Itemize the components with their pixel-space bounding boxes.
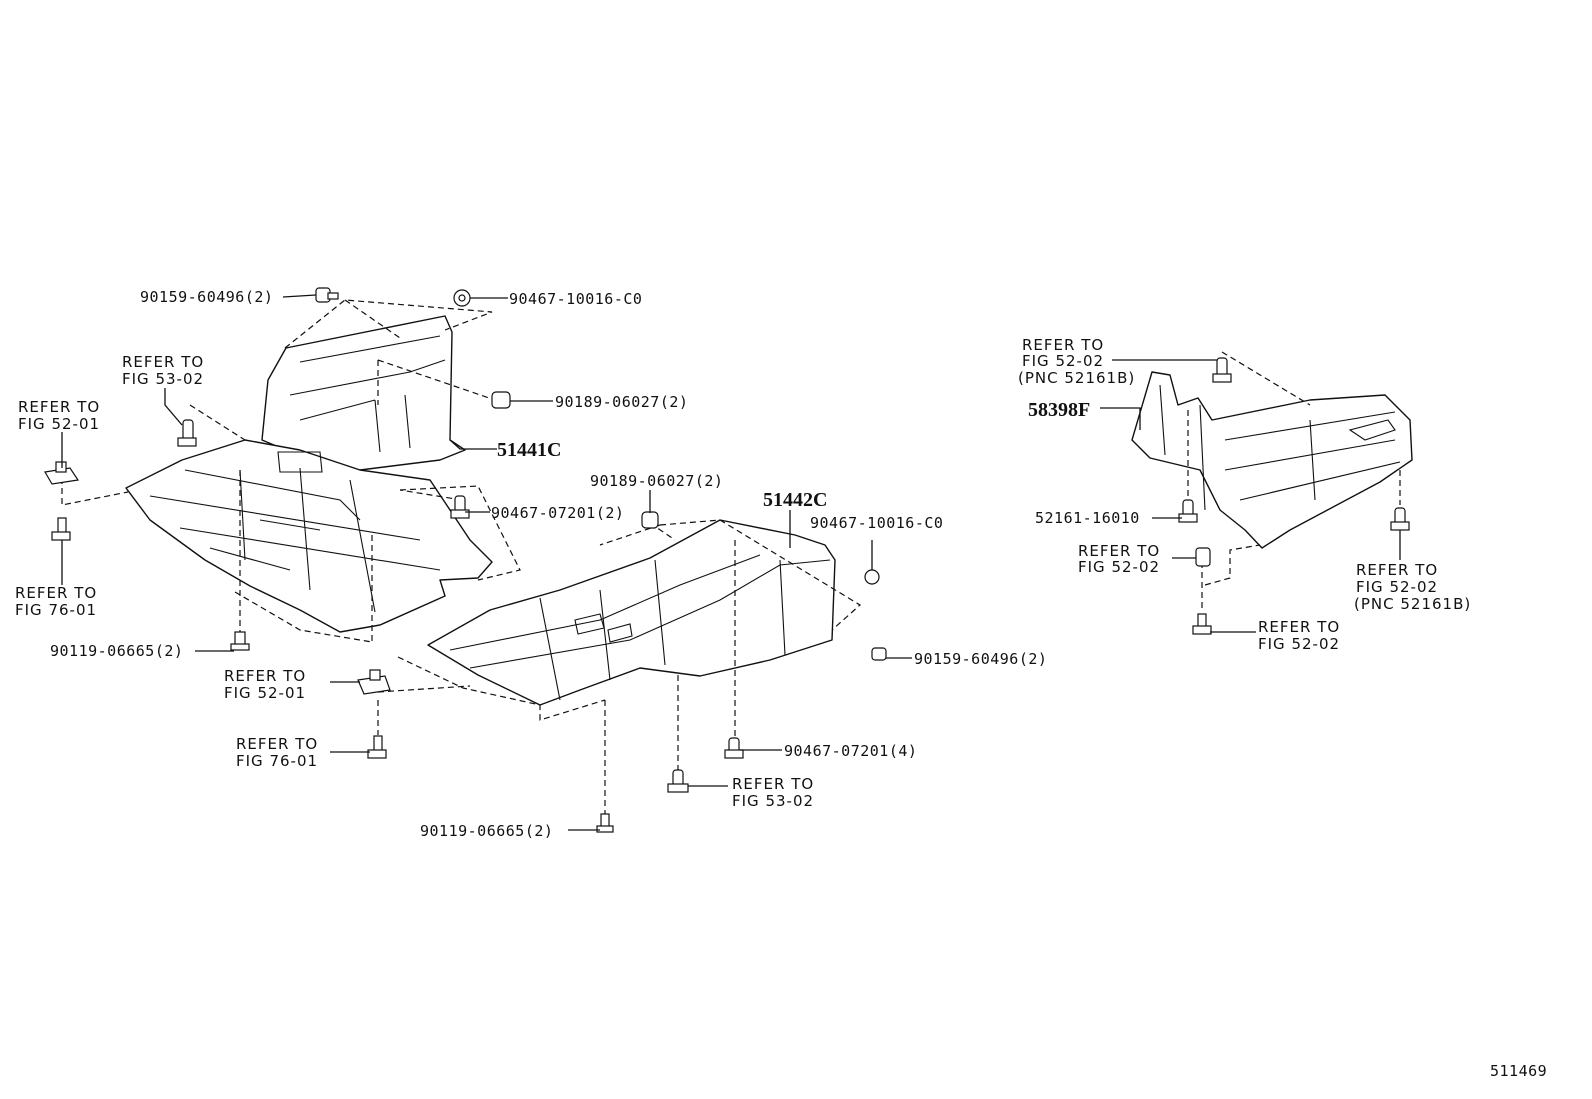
fastener-label: 90467-07201(2) [491,504,624,522]
fastener-label: 90119-06665(2) [420,822,553,840]
bolt-icon [315,287,339,303]
clip-icon [177,419,197,447]
bolt-icon [596,813,614,833]
fastener-label: 90119-06665(2) [50,642,183,660]
refer-line: FIG 52-02 [1356,578,1438,596]
refer-line: (PNC 52161B) [1018,369,1135,387]
clip-icon [450,495,470,519]
refer-line: REFER TO [18,398,100,416]
refer-line: FIG 52-01 [18,415,100,433]
refer-line: REFER TO [122,353,204,371]
refer-line: FIG 53-02 [732,792,814,810]
clip-icon [1178,499,1198,523]
part-labels: 51441C 51442C 58398F [497,399,1090,511]
nut-clip-icon [357,669,391,695]
refer-line: REFER TO [15,584,97,602]
nut-icon [491,391,511,409]
clip-icon [453,289,471,307]
refer-line: REFER TO [236,735,318,753]
part-label-58398F: 58398F [1028,399,1090,421]
refer-line: REFER TO [1078,542,1160,560]
refer-labels: REFER TO FIG 53-02 REFER TO FIG 52-01 RE… [15,336,1471,810]
refer-line: FIG 76-01 [236,752,318,770]
fastener-labels: 90159-60496(2) 90467-10016-C0 90189-0602… [50,288,1140,840]
refer-line: (PNC 52161B) [1354,595,1471,613]
fastener-label: 90189-06027(2) [590,472,723,490]
part-label-51441C: 51441C [497,439,561,461]
clip-icon [724,737,744,759]
dashed-assembly-lines-right [1187,351,1401,610]
bolt-icon [871,647,887,661]
clip-icon [667,769,689,793]
refer-line: REFER TO [224,667,306,685]
clip-icon [864,569,880,585]
bolt-icon [230,631,250,651]
refer-line: FIG 52-01 [224,684,306,702]
rear-floor-under-cover [1131,371,1413,549]
screw-icon [51,517,71,541]
fastener-label: 52161-16010 [1035,509,1140,527]
fastener-label: 90467-10016-C0 [810,514,943,532]
fastener-label: 90159-60496(2) [914,650,1047,668]
dashed-assembly-lines-left [61,299,521,643]
screw-icon [1192,613,1212,635]
nut-clip-icon [44,461,80,485]
refer-line: REFER TO [732,775,814,793]
refer-line: FIG 53-02 [122,370,204,388]
fastener-label: 90189-06027(2) [555,393,688,411]
fastener-label: 90467-07201(4) [784,742,917,760]
nut-icon [641,511,659,529]
screw-icon [367,735,387,759]
clip-icon [1212,357,1232,383]
leader-lines [61,294,1401,831]
refer-line: REFER TO [1258,618,1340,636]
refer-line: FIG 76-01 [15,601,97,619]
refer-line: FIG 52-02 [1258,635,1340,653]
fastener-label: 90159-60496(2) [140,288,273,306]
engine-under-cover-rear [427,519,836,706]
fastener-label: 90467-10016-C0 [509,290,642,308]
clip-icon [1390,507,1410,531]
nut-clip-icon [1195,547,1211,567]
part-label-51442C: 51442C [763,489,827,511]
refer-line: REFER TO [1356,561,1438,579]
engine-under-cover-front [125,315,493,633]
refer-line: FIG 52-02 [1022,352,1104,370]
figure-id: 511469 [1490,1062,1547,1080]
refer-line: FIG 52-02 [1078,558,1160,576]
refer-line: REFER TO [1022,336,1104,354]
